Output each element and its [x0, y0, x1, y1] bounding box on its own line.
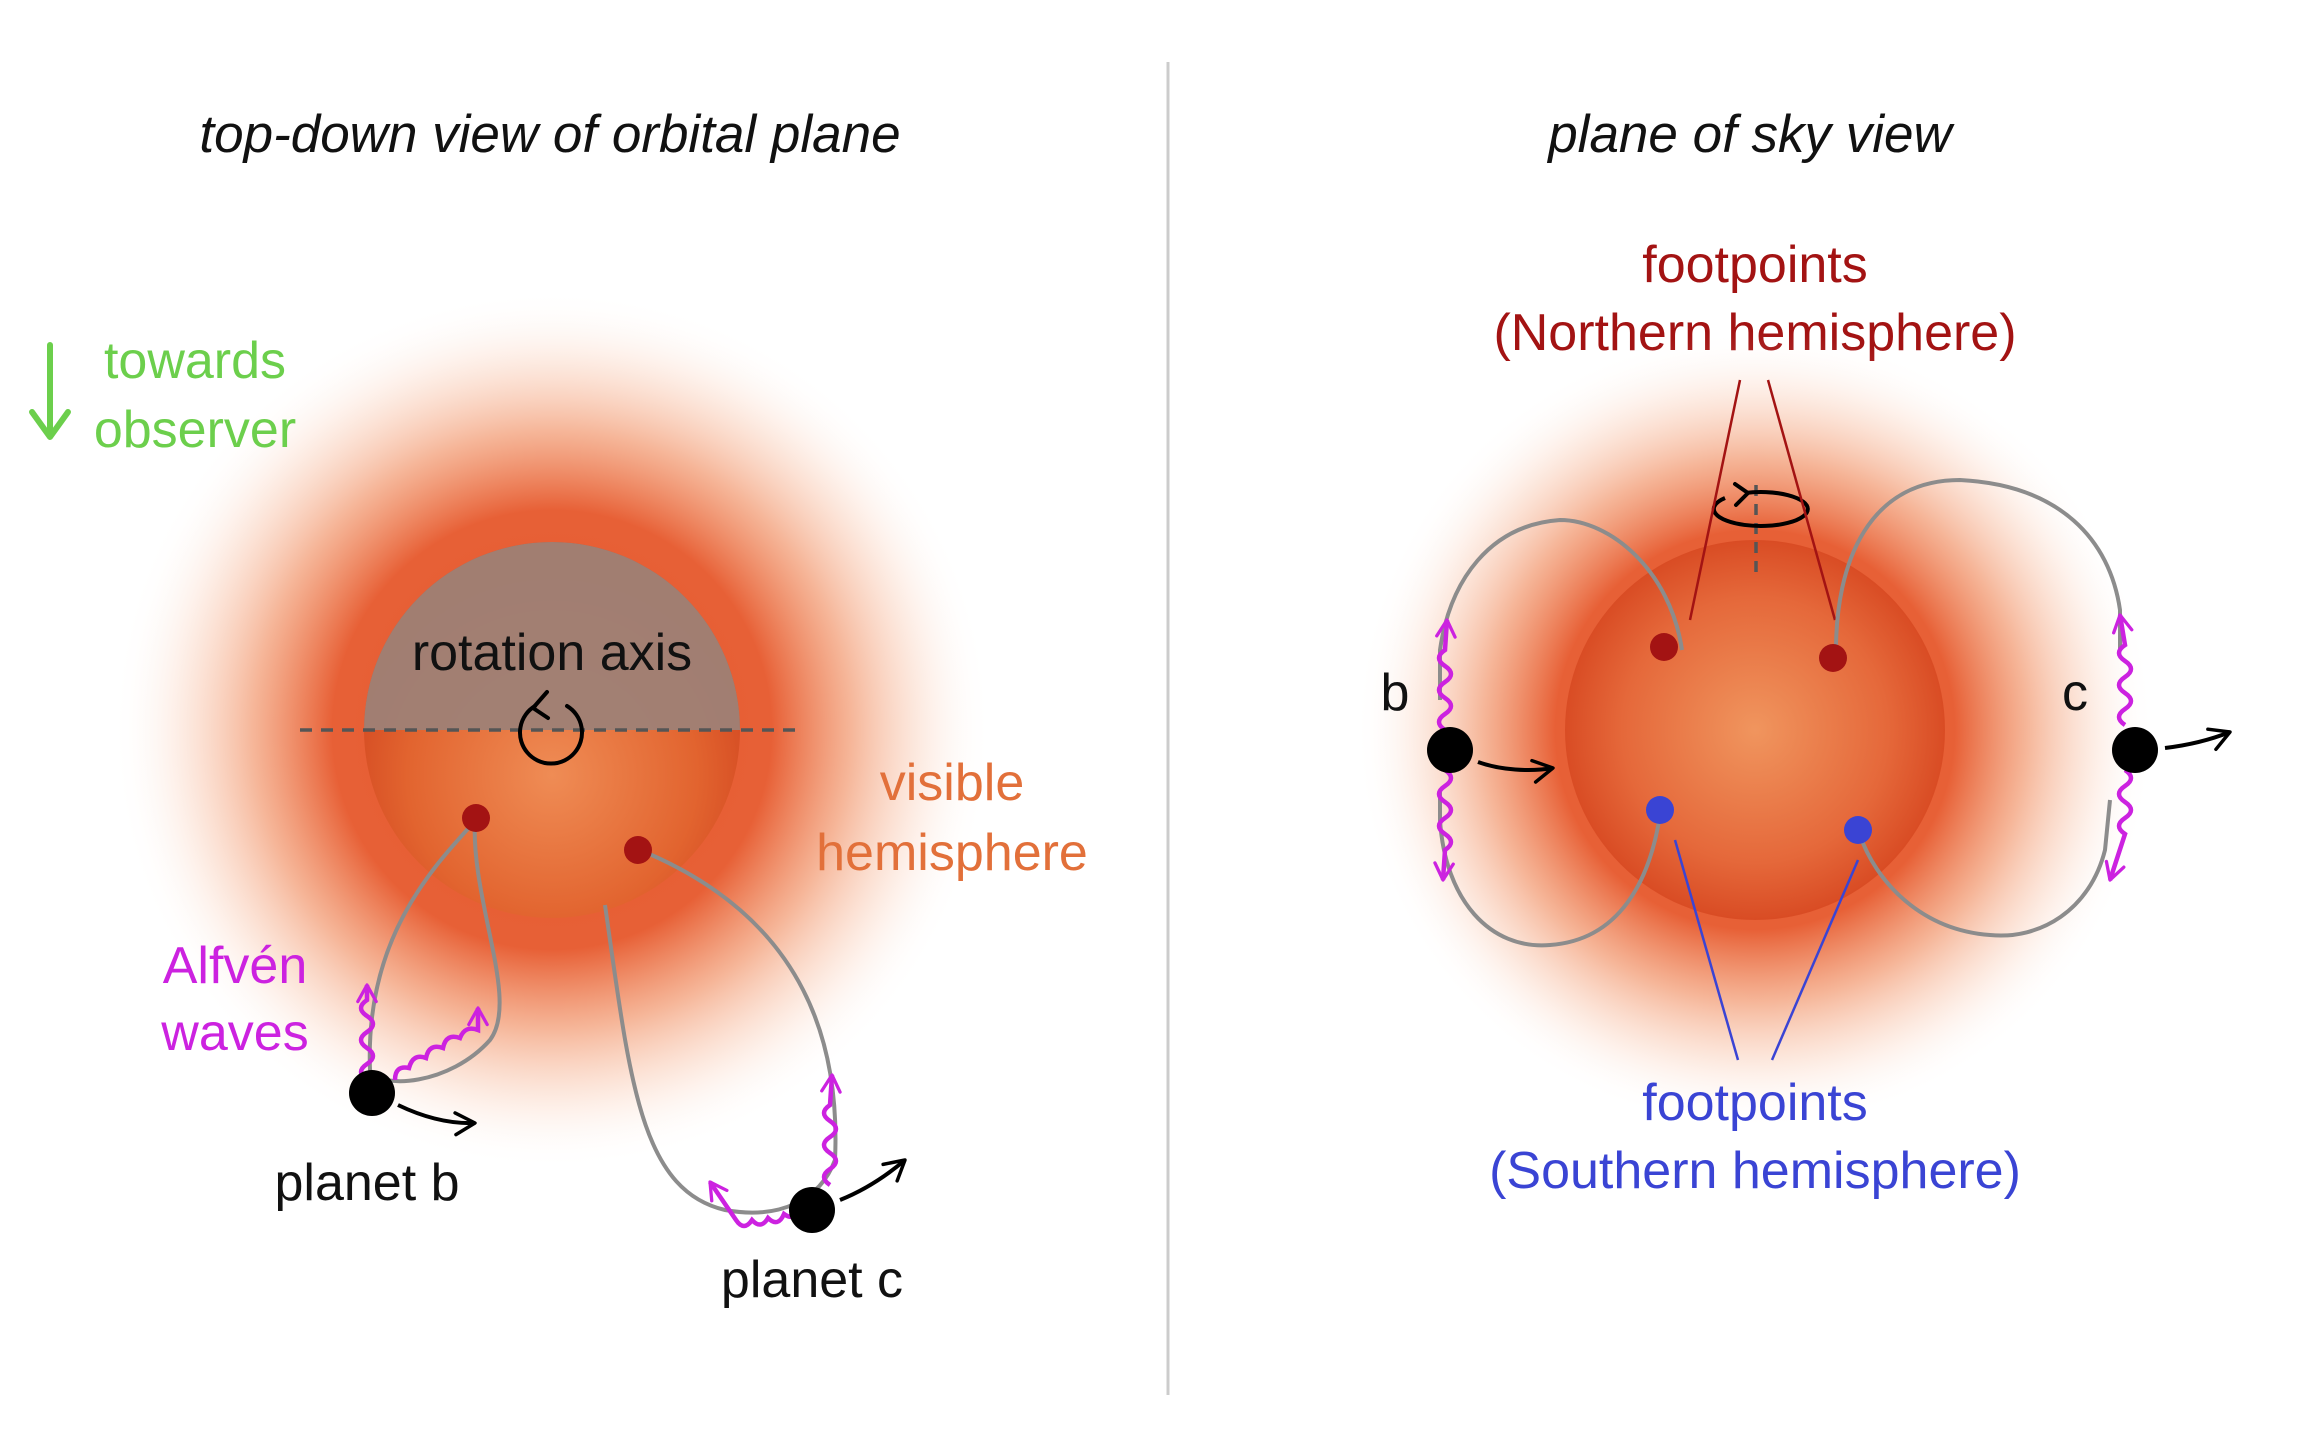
- south-footpoint-b: [1646, 796, 1674, 824]
- south-pointer-left: [1673, 839, 1740, 1061]
- planet-c: [789, 1187, 835, 1233]
- alfven-label-line2: waves: [160, 1004, 308, 1062]
- right-alfven-wave-c-up: [2112, 613, 2134, 727]
- visible-hemisphere-label-line1: visible: [880, 754, 1025, 812]
- hidden-hemisphere: [364, 542, 740, 730]
- right-star: [1565, 540, 1945, 920]
- right-field-line-b: [1438, 517, 1684, 700]
- alfven-label-line1: Alfvén: [163, 937, 308, 995]
- north-pointer-right: [1766, 379, 1837, 621]
- left-panel: top-down view of orbital plane rotation …: [29, 105, 1088, 1309]
- south-pointer-right: [1770, 859, 1860, 1061]
- right-rotation-arrow-icon: [1711, 482, 1810, 529]
- south-footpoints-label-line2: (Southern hemisphere): [1489, 1142, 2021, 1200]
- orbit-direction-arrow-icon-b: [397, 1103, 477, 1137]
- right-field-line-c: [1833, 477, 2122, 656]
- right-planet-b: [1427, 727, 1473, 773]
- right-orbit-arrow-icon-c: [2164, 727, 2232, 752]
- south-footpoints-label-line1: footpoints: [1642, 1074, 1868, 1132]
- right-field-line-c-lower: [1858, 799, 2112, 938]
- right-planet-c-label: c: [2062, 664, 2088, 722]
- field-line-b: [367, 817, 502, 1084]
- right-panel-title: plane of sky view: [1546, 105, 1955, 164]
- observer-label-line2: observer: [94, 401, 296, 459]
- left-footpoint-c: [624, 836, 652, 864]
- right-alfven-wave-b-up: [1435, 618, 1457, 732]
- north-footpoint-b: [1650, 633, 1678, 661]
- planet-b-label: planet b: [274, 1154, 459, 1212]
- alfven-wave-c-left: [708, 1180, 803, 1229]
- left-footpoint-b: [462, 804, 490, 832]
- north-footpoints-label-line1: footpoints: [1642, 236, 1868, 294]
- planet-c-label: planet c: [721, 1251, 903, 1309]
- right-planet-c: [2112, 727, 2158, 773]
- right-planet-b-label: b: [1381, 664, 1410, 722]
- planet-b: [349, 1070, 395, 1116]
- rotation-arrow-icon: [518, 690, 584, 766]
- alfven-wave-c-up: [820, 1073, 842, 1187]
- right-orbit-arrow-icon-b: [1477, 758, 1555, 784]
- rotation-axis-label: rotation axis: [412, 624, 692, 682]
- alfven-wave-b-up: [356, 983, 378, 1082]
- right-alfven-wave-b-down: [1433, 768, 1455, 882]
- left-panel-title: top-down view of orbital plane: [199, 105, 900, 164]
- north-footpoint-c: [1819, 644, 1847, 672]
- north-pointer-left: [1688, 379, 1742, 621]
- orbit-direction-arrow-icon-c: [839, 1158, 907, 1202]
- observer-arrow-icon: [29, 342, 71, 440]
- visible-hemisphere-label-line2: hemisphere: [816, 824, 1088, 882]
- right-panel: plane of sky view footpoints (Northern h…: [1355, 105, 2232, 1200]
- south-footpoint-c: [1844, 816, 1872, 844]
- observer-label-line1: towards: [104, 332, 286, 390]
- right-alfven-wave-c-down: [2104, 768, 2134, 882]
- alfven-wave-b-diag: [392, 1006, 489, 1081]
